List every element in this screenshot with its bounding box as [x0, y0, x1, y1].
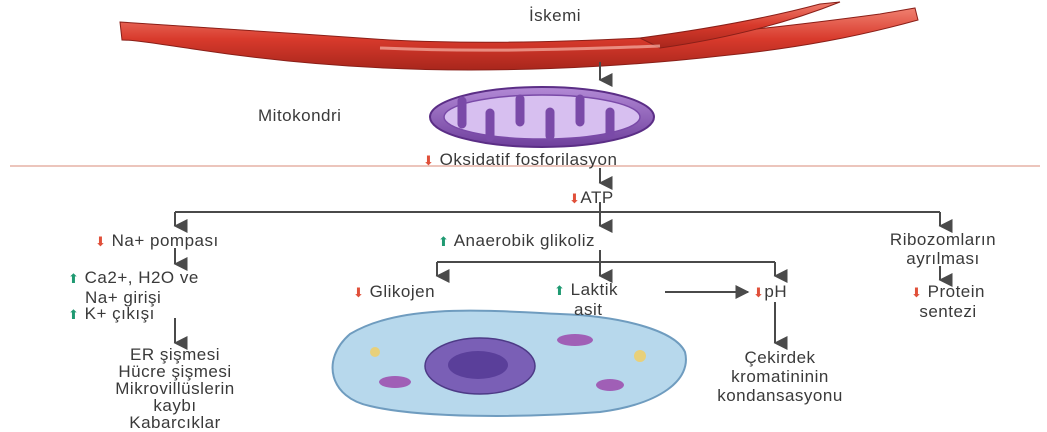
blood-vessel-illustration [120, 2, 918, 70]
label-cell-effects: ER şişmesi Hücre şişmesi Mikrovillüsleri… [80, 346, 270, 431]
up-arrow-icon: ⬆ [554, 283, 565, 298]
down-arrow-icon: ⬇ [423, 153, 434, 168]
label-mitochondria: Mitokondri [258, 106, 341, 125]
down-arrow-icon: ⬇ [569, 191, 580, 206]
label-lactic-acid: ⬆ Laktik asit [554, 280, 618, 319]
down-arrow-icon: ⬇ [353, 285, 364, 300]
label-atp: ⬇ATP [569, 188, 614, 208]
label-ca-entry: ⬆ Ca2+, H2O ve Na+ girişi [68, 268, 199, 307]
up-arrow-icon: ⬆ [68, 307, 79, 322]
label-k-exit: ⬆ K+ çıkışı [68, 304, 155, 324]
up-arrow-icon: ⬆ [68, 271, 79, 286]
label-oxidative-phosphorylation: ⬇ Oksidatif fosforilasyon [423, 150, 617, 170]
label-protein-synthesis: ⬇ Protein sentezi [878, 282, 1018, 321]
label-ischemia: İskemi [520, 6, 590, 25]
up-arrow-icon: ⬆ [438, 234, 449, 249]
down-arrow-icon: ⬇ [95, 234, 106, 249]
label-ph: ⬇pH [753, 282, 787, 302]
label-na-pump: ⬇ Na+ pompası [95, 231, 219, 251]
label-ribosome-detachment: Ribozomların ayrılması [868, 230, 1018, 268]
label-anaerobic-glycolysis: ⬆ Anaerobik glikoliz [438, 231, 595, 251]
cell-illustration [333, 311, 686, 416]
label-chromatin-condensation: Çekirdek kromatininin kondansasyonu [680, 348, 880, 405]
label-glycogen: ⬇ Glikojen [353, 282, 435, 302]
down-arrow-icon: ⬇ [911, 285, 922, 300]
down-arrow-icon: ⬇ [753, 285, 764, 300]
mitochondrion-illustration [430, 87, 654, 147]
